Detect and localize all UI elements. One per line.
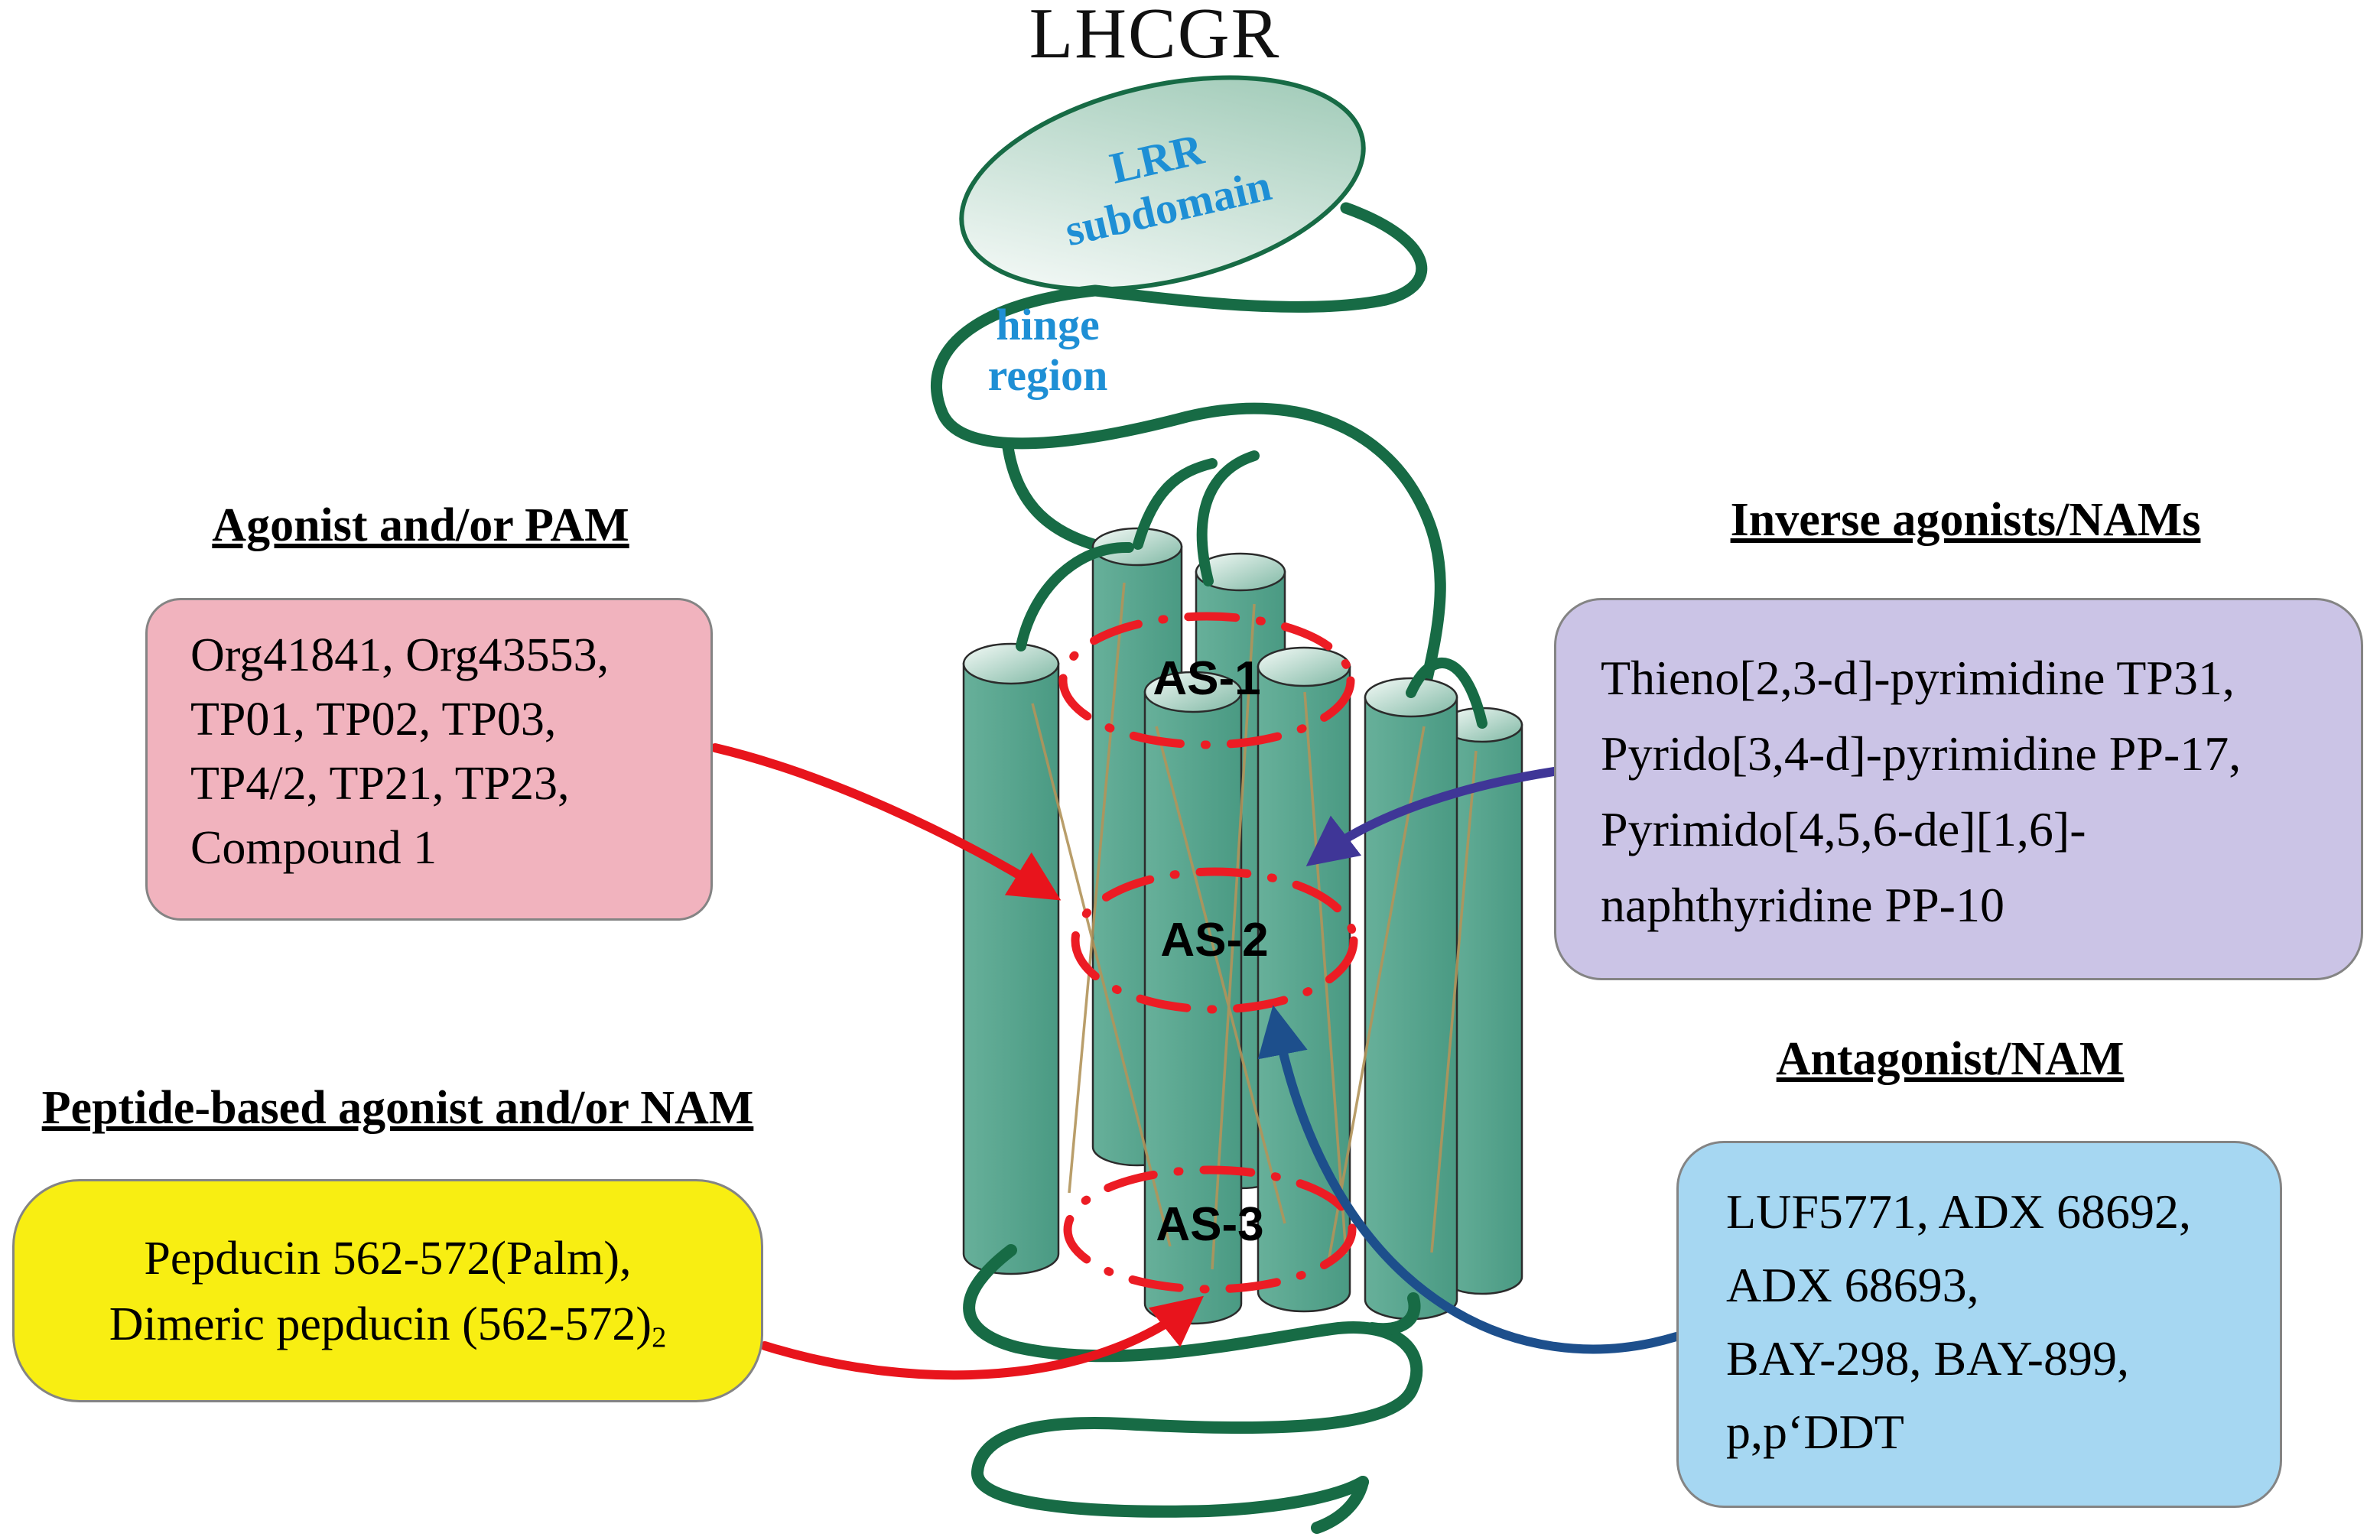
drug-list-line: Org41841, Org43553, bbox=[190, 629, 610, 681]
pepducin-dimeric-text: Dimeric pepducin (562-572) bbox=[109, 1298, 652, 1350]
drug-list-line: Compound 1 bbox=[190, 822, 437, 874]
helix-right bbox=[1364, 677, 1458, 1321]
as1-label: AS-1 bbox=[1153, 652, 1261, 705]
as1-site-ellipse bbox=[1058, 612, 1355, 749]
agonist-arrow bbox=[710, 743, 1062, 901]
helix-center-front bbox=[1143, 671, 1243, 1325]
hinge-label-line2: region bbox=[987, 350, 1108, 400]
peptide-heading: Peptide-based agonist and/or NAM bbox=[41, 1082, 754, 1134]
receptor-loops-stems bbox=[1016, 450, 1488, 729]
inverse-arrow bbox=[1305, 766, 1563, 866]
drug-list-line: naphthyridine PP-10 bbox=[1601, 878, 2004, 932]
drug-list-line: TP01, TP02, TP03, bbox=[190, 694, 557, 746]
drug-list-line: LUF5771, ADX 68692, bbox=[1726, 1184, 2192, 1239]
inverse-heading: Inverse agonists/NAMs bbox=[1730, 494, 2201, 546]
as3-site-ellipse bbox=[1063, 1165, 1357, 1294]
peptide-arrow bbox=[760, 1295, 1205, 1380]
pepducin-subscript: 2 bbox=[652, 1321, 667, 1354]
hinge-label-line1: hinge bbox=[996, 300, 1100, 349]
helix-cross-lines bbox=[1031, 582, 1478, 1270]
hinge-region-label: hinge region bbox=[945, 300, 1151, 401]
helix-left-front bbox=[962, 642, 1060, 1275]
drug-list-line: p,p‘DDT bbox=[1726, 1405, 1904, 1459]
drug-list-line: Thieno[2,3-d]-pyrimidine TP31, bbox=[1601, 651, 2235, 705]
as2-label: AS-2 bbox=[1160, 914, 1269, 967]
allosteric-sites bbox=[1058, 612, 1358, 1294]
agonist-heading: Agonist and/or PAM bbox=[212, 499, 629, 551]
drug-list-line: ADX 68693, bbox=[1726, 1258, 1979, 1312]
as3-label: AS-3 bbox=[1156, 1198, 1264, 1251]
drug-list-line: Pyrido[3,4-d]-pyrimidine PP-17, bbox=[1601, 726, 2242, 781]
drug-list-line: Dimeric pepducin (562-572)2 bbox=[22, 1291, 753, 1371]
antagonist-box: LUF5771, ADX 68692, ADX 68693, BAY-298, … bbox=[1676, 1141, 2282, 1508]
lrr-subdomain-shape bbox=[959, 75, 1366, 292]
agonist-box: Org41841, Org43553, TP01, TP02, TP03, TP… bbox=[145, 598, 713, 921]
receptor-loops-bottom bbox=[963, 1244, 1423, 1534]
pointer-arrows bbox=[710, 743, 1681, 1380]
antagonist-arrow bbox=[1257, 1005, 1681, 1354]
tm-helix-bundle bbox=[962, 527, 1523, 1325]
page-title: LHCGR bbox=[1029, 0, 1281, 73]
drug-list-line: Pepducin 562-572(Palm), bbox=[144, 1233, 632, 1285]
peptide-box: Pepducin 562-572(Palm), Dimeric pepducin… bbox=[12, 1179, 763, 1402]
inverse-box: Thieno[2,3-d]-pyrimidine TP31, Pyrido[3,… bbox=[1554, 598, 2363, 980]
drug-list-line: Pyrimido[4,5,6-de][1,6]- bbox=[1601, 802, 2086, 856]
drug-list-line: BAY-298, BAY-899, bbox=[1726, 1331, 2129, 1386]
drug-list-line: TP4/2, TP21, TP23, bbox=[190, 758, 570, 810]
antagonist-heading: Antagonist/NAM bbox=[1776, 1033, 2125, 1085]
receptor-loops-top bbox=[931, 202, 1446, 698]
as2-site-ellipse bbox=[1071, 867, 1358, 1014]
